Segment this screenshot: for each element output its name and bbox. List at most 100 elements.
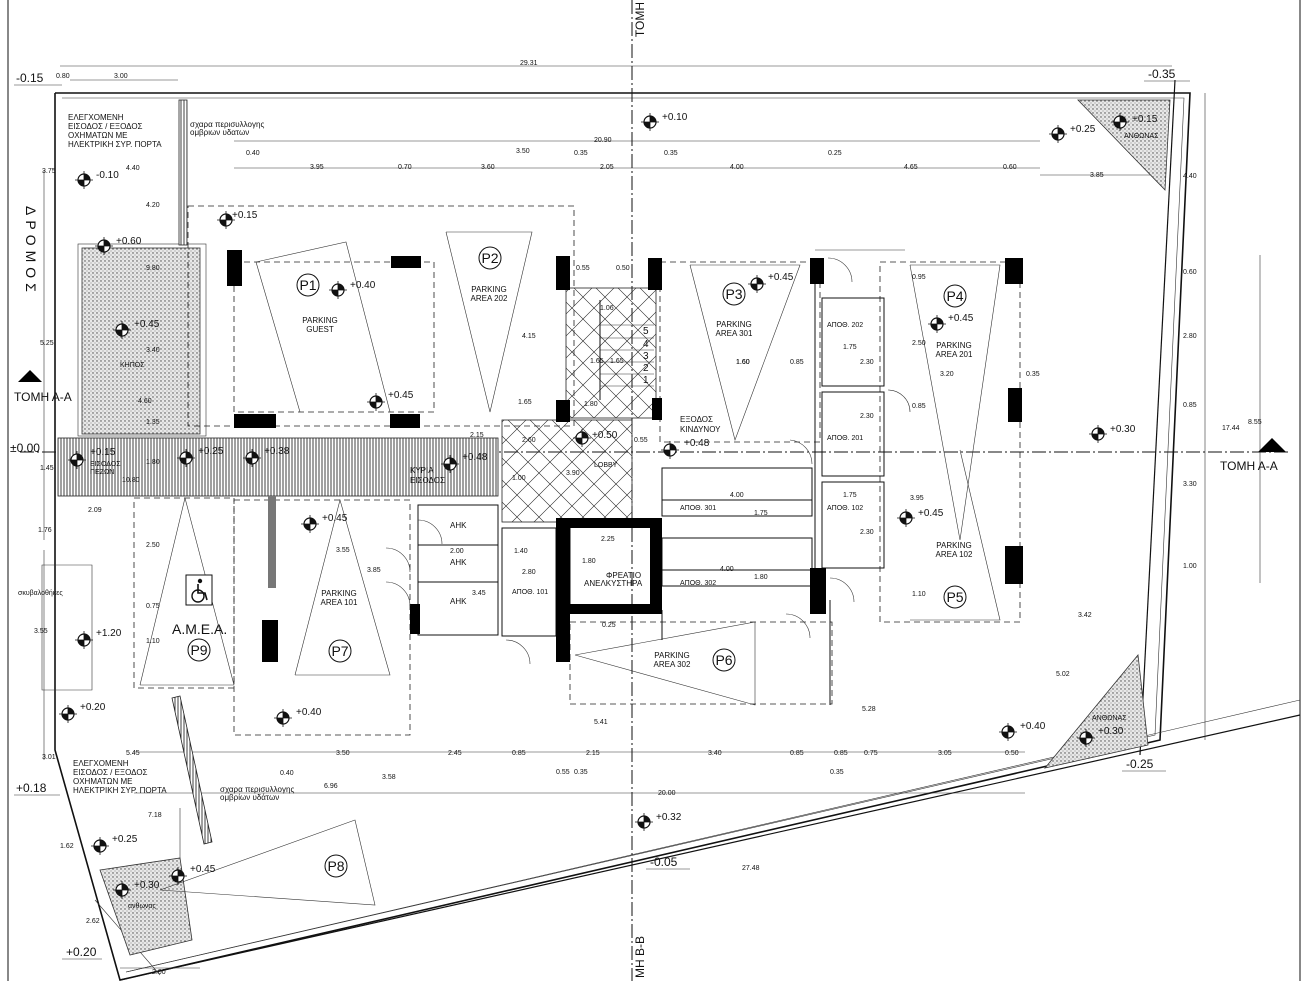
level-marker-icon: [74, 630, 94, 650]
svg-text:0.50: 0.50: [1005, 750, 1019, 757]
svg-text:1.80: 1.80: [582, 558, 596, 565]
door-swings: [41, 257, 911, 691]
courtyard-label: ανθωνας: [128, 903, 156, 910]
svg-text:+0.25: +0.25: [1070, 124, 1096, 135]
stair-core: [565, 287, 657, 419]
svg-text:0.25: 0.25: [602, 622, 616, 629]
level-marker-icon: [74, 170, 94, 190]
svg-text:0.50: 0.50: [616, 265, 630, 272]
svg-text:29.31: 29.31: [520, 60, 538, 67]
emergency-exit-label: ΕΞΟΔΟΣ ΚΙΝΔΥΝΟΥ: [680, 415, 721, 434]
svg-text:3.55: 3.55: [34, 628, 48, 635]
zero-level: ±0.00: [10, 441, 40, 455]
svg-text:1.75: 1.75: [843, 492, 857, 499]
svg-text:2.80: 2.80: [1183, 333, 1197, 340]
svg-text:2: 2: [643, 363, 649, 374]
svg-text:0.60: 0.60: [1003, 164, 1017, 171]
svg-text:3.05: 3.05: [938, 750, 952, 757]
svg-text:7.18: 7.18: [148, 812, 162, 819]
svg-text:0.85: 0.85: [1183, 402, 1197, 409]
level-marker-icon: [328, 280, 348, 300]
svg-text:1: 1: [643, 375, 649, 386]
svg-text:3.00: 3.00: [114, 73, 128, 80]
svg-text:0.75: 0.75: [146, 603, 160, 610]
svg-text:+0.38: +0.38: [264, 446, 290, 457]
svg-text:4.15: 4.15: [522, 333, 536, 340]
svg-text:+0.25: +0.25: [112, 834, 138, 845]
svg-text:3.75: 3.75: [42, 168, 56, 175]
svg-text:0.35: 0.35: [574, 150, 588, 157]
svg-text:0.55: 0.55: [576, 265, 590, 272]
svg-text:-0.35: -0.35: [1148, 67, 1176, 81]
svg-text:-0.15: -0.15: [16, 71, 44, 85]
entrance-walkway: [57, 437, 499, 497]
svg-text:5.25: 5.25: [40, 340, 54, 347]
level-marker-icon: [1048, 124, 1068, 144]
svg-text:0.35: 0.35: [664, 150, 678, 157]
svg-text:+0.60: +0.60: [116, 236, 142, 247]
svg-text:2.00: 2.00: [152, 969, 166, 976]
level-values: +0.10 +0.15 +0.25 -0.10 +0.15 +0.60 +0.4…: [80, 112, 1158, 891]
bins-label: σκυβαλοθήκες: [18, 590, 63, 597]
svg-text:1.80: 1.80: [146, 459, 160, 466]
level-marker-icon: [58, 704, 78, 724]
svg-text:+1.20: +1.20: [96, 628, 122, 639]
level-marker-icon: [273, 708, 293, 728]
svg-text:1.75: 1.75: [754, 510, 768, 517]
svg-text:2.05: 2.05: [600, 164, 614, 171]
property-boundary: [54, 79, 1301, 981]
courtyard-bottom-left: [99, 857, 193, 956]
svg-text:5.28: 5.28: [862, 706, 876, 713]
svg-text:4.00: 4.00: [720, 566, 734, 573]
storage-label: ΑΠΟΘ. 101: [512, 589, 548, 596]
parking-id: P7: [331, 643, 348, 659]
svg-text:3.95: 3.95: [310, 164, 324, 171]
svg-text:0.35: 0.35: [1026, 371, 1040, 378]
pedestrian-entrance-label: ΕΙΣΟΔΟΣ ΠΕΖΩΝ: [90, 461, 123, 476]
svg-text:5: 5: [643, 326, 649, 337]
elevator-pit-label: ΦΡΕΑΤΙΟ ΑΝΕΛΚΥΣΤΗΡΑ: [584, 571, 643, 588]
parking-id: P4: [946, 288, 963, 304]
svg-text:+0.15: +0.15: [1132, 114, 1158, 125]
svg-text:1.65: 1.65: [610, 358, 624, 365]
ahk-label: ΑΗΚ: [450, 558, 467, 567]
svg-text:20.90: 20.90: [594, 137, 612, 144]
svg-text:2.60: 2.60: [522, 437, 536, 444]
parking-id: P5: [946, 589, 963, 605]
svg-text:3.95: 3.95: [910, 495, 924, 502]
svg-text:2.30: 2.30: [860, 359, 874, 366]
svg-text:4: 4: [643, 339, 649, 350]
svg-text:0.85: 0.85: [912, 403, 926, 410]
svg-text:3.50: 3.50: [516, 148, 530, 155]
parking-id: P8: [327, 858, 344, 874]
svg-text:0.35: 0.35: [574, 769, 588, 776]
svg-text:+0.48: +0.48: [462, 452, 488, 463]
svg-text:0.40: 0.40: [280, 770, 294, 777]
svg-text:+0.45: +0.45: [190, 864, 216, 875]
svg-text:3.55: 3.55: [336, 547, 350, 554]
svg-text:0.85: 0.85: [790, 359, 804, 366]
svg-text:2.30: 2.30: [860, 529, 874, 536]
svg-text:3.45: 3.45: [472, 590, 486, 597]
gate-text-top: ΕΛΕΓΧΟΜΕΝΗ ΕΙΣΟΔΟΣ / ΕΞΟΔΟΣ ΟΧΗΜΑΤΩΝ ΜΕ …: [68, 113, 162, 149]
svg-text:3.50: 3.50: [336, 750, 350, 757]
svg-text:1.10: 1.10: [912, 591, 926, 598]
courtyard-bottom-right: [1043, 654, 1149, 769]
svg-text:+0.20: +0.20: [80, 702, 106, 713]
grate-text-bottom: σχαρα περισυλλογης ομβρίων υδάτων: [220, 785, 297, 802]
svg-text:5.02: 5.02: [1056, 671, 1070, 678]
svg-text:2.30: 2.30: [860, 413, 874, 420]
svg-text:3.20: 3.20: [940, 371, 954, 378]
section-label-right: ΤΟΜΗ Α-Α: [1220, 459, 1278, 473]
svg-text:2.62: 2.62: [86, 918, 100, 925]
level-marker-icon: [998, 722, 1018, 742]
svg-text:-0.10: -0.10: [96, 170, 119, 181]
svg-text:1.35: 1.35: [146, 419, 160, 426]
svg-text:3.30: 3.30: [1183, 481, 1197, 488]
svg-text:27.48: 27.48: [742, 865, 760, 872]
road-label: ΔΡΟΜΟΣ: [23, 206, 39, 297]
svg-text:1.76: 1.76: [38, 527, 52, 534]
